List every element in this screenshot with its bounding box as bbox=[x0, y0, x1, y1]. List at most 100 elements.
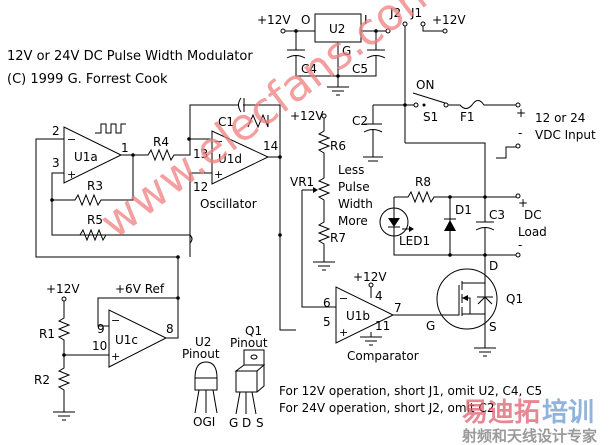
q1-pin-s: S bbox=[256, 416, 264, 430]
opamp-u1a-label: U1a bbox=[74, 150, 98, 164]
jumper-j1-label: J1 bbox=[410, 6, 422, 20]
cap-c1-label: C1 bbox=[218, 115, 234, 129]
watermark-site: www.elecfans.com bbox=[91, 0, 449, 249]
resistor-r6-label: R6 bbox=[330, 139, 346, 153]
u2-pin-labels: OGI bbox=[193, 415, 215, 429]
pinouts: U2 Pinout OGI Q1 Pinout G D S bbox=[182, 324, 268, 430]
cap-c5-label: C5 bbox=[352, 62, 368, 76]
pot-less-label: Less bbox=[338, 163, 364, 177]
jumpers: J2 J1 +12V bbox=[389, 6, 466, 143]
svg-text:+: + bbox=[111, 350, 120, 363]
opamp-u1c bbox=[108, 309, 168, 368]
u1b-pin-5: 5 bbox=[323, 315, 331, 329]
regulator-pin-i: I bbox=[364, 13, 368, 27]
opamp-u1b-label: U1b bbox=[346, 309, 370, 323]
switch-state-label: ON bbox=[416, 78, 434, 92]
oscillator-section: U1a − + 2 3 1 R3 R5 R4 U1d − + 13 12 14 … bbox=[35, 97, 296, 331]
diagram-title: 12V or 24V DC Pulse Width Modulator bbox=[7, 49, 253, 64]
jumper-12v-label: +12V bbox=[432, 13, 466, 27]
input-section: ON S1 F1 + 12 or 24 - VDC Input C2 bbox=[352, 78, 596, 197]
pot-vr1-label: VR1 bbox=[290, 175, 314, 189]
q1-package-icon bbox=[234, 349, 266, 393]
jumper-j2-label: J2 bbox=[389, 6, 401, 20]
mosfet-source-label: S bbox=[489, 320, 497, 334]
input-minus: - bbox=[518, 126, 522, 140]
u2-package-icon bbox=[194, 361, 218, 414]
u1b-pin-6: 6 bbox=[323, 296, 331, 310]
svg-text:−: − bbox=[214, 135, 223, 148]
mosfet-drain-label: D bbox=[489, 259, 498, 273]
opamp-u1c-label: U1c bbox=[115, 333, 138, 347]
resistor-r8-label: R8 bbox=[415, 175, 431, 189]
load-section: R8 LED1 D1 C3 + DC Load - D Q1 S bbox=[379, 175, 547, 357]
input-label-line2: VDC Input bbox=[535, 128, 596, 142]
cap-c3-label: C3 bbox=[489, 208, 505, 222]
led1-label: LED1 bbox=[399, 234, 430, 248]
fuse-f1-label: F1 bbox=[460, 110, 475, 124]
load-minus: - bbox=[518, 238, 522, 252]
q1-pinout-subtitle: Pinout bbox=[230, 336, 268, 350]
diode-d1-label: D1 bbox=[455, 203, 472, 217]
mosfet-q1-label: Q1 bbox=[506, 292, 523, 306]
load-label-line2: Load bbox=[518, 225, 547, 239]
pot-pulse-label: Pulse bbox=[338, 180, 370, 194]
switch-s1 bbox=[412, 92, 446, 104]
regulator-name: U2 bbox=[329, 22, 345, 36]
cap-c2-label: C2 bbox=[352, 114, 368, 128]
u1b-pin-11: 11 bbox=[375, 319, 390, 333]
resistor-r5-label: R5 bbox=[87, 213, 103, 227]
watermark-brand-2: 培训 bbox=[542, 398, 594, 428]
resistor-r4-label: R4 bbox=[153, 135, 169, 149]
opamp-u1b bbox=[335, 286, 395, 344]
switch-s1-label: S1 bbox=[423, 110, 438, 124]
regulator-u2: +12V U2 O I G C4 C5 bbox=[257, 13, 391, 96]
watermark-brand-sub: 射频和天线设计专家 bbox=[461, 427, 597, 445]
pot-wiper-arrow bbox=[313, 187, 318, 193]
u1a-pin-1: 1 bbox=[121, 141, 129, 155]
note-24v: For 24V operation, short J2, omit C2 bbox=[279, 401, 494, 415]
regulator-pin-g: G bbox=[342, 44, 351, 58]
square-wave-icon bbox=[95, 123, 126, 134]
ref-6v-label: +6V Ref bbox=[115, 282, 165, 296]
u1d-pin-12: 12 bbox=[193, 180, 208, 194]
svg-text:−: − bbox=[111, 314, 120, 327]
opamp-u1d bbox=[211, 130, 270, 185]
regulator-supply-label: +12V bbox=[257, 13, 291, 27]
reference-section: +6V Ref U1c − + 9 10 8 +12V R1 R2 bbox=[34, 257, 180, 421]
mosfet-gate-label: G bbox=[426, 319, 435, 333]
resistor-r2-label: R2 bbox=[34, 373, 50, 387]
u1b-pin-7: 7 bbox=[394, 301, 402, 315]
load-label-line1: DC bbox=[524, 208, 542, 222]
copyright-text: (C) 1999 G. Forrest Cook bbox=[7, 72, 168, 87]
pot-width-label: Width bbox=[338, 197, 373, 211]
svg-text:−: − bbox=[339, 292, 348, 305]
watermark-brand-1: 易迪拓 bbox=[462, 398, 540, 428]
pot-more-label: More bbox=[338, 214, 368, 228]
q1-pin-d: D bbox=[242, 416, 251, 430]
u1b-supply-label: +12V bbox=[353, 270, 387, 284]
svg-text:+: + bbox=[214, 168, 223, 181]
resistor-r7-label: R7 bbox=[330, 231, 346, 245]
q1-pin-g: G bbox=[229, 416, 238, 430]
resistor-r1-label: R1 bbox=[39, 327, 55, 341]
u1d-pin-13: 13 bbox=[193, 147, 208, 161]
fuse-f1 bbox=[448, 100, 516, 109]
oscillator-caption: Oscillator bbox=[200, 197, 257, 211]
triangle-wave-icon bbox=[247, 113, 269, 129]
note-12v: For 12V operation, short J1, omit U2, C4… bbox=[279, 384, 542, 398]
cap-c4-label: C4 bbox=[301, 62, 317, 76]
svg-text:+: + bbox=[67, 168, 76, 181]
u2-pinout-title: U2 bbox=[195, 335, 211, 349]
comparator-section: +12V R6 R7 VR1 Less Pulse Width More U1b… bbox=[290, 109, 449, 363]
u2-pinout-subtitle: Pinout bbox=[182, 347, 220, 361]
u1d-pin-14: 14 bbox=[263, 139, 278, 153]
opamp-u1d-label: U1d bbox=[218, 152, 242, 166]
mosfet-q1 bbox=[436, 268, 498, 330]
terminal-12v-regulator bbox=[280, 28, 286, 34]
svg-text:−: − bbox=[67, 133, 76, 146]
r6-supply-label: +12V bbox=[290, 109, 324, 123]
u1a-pin-3: 3 bbox=[52, 156, 60, 170]
u1c-pin-8: 8 bbox=[166, 322, 174, 336]
regulator-pin-o: O bbox=[301, 13, 310, 27]
